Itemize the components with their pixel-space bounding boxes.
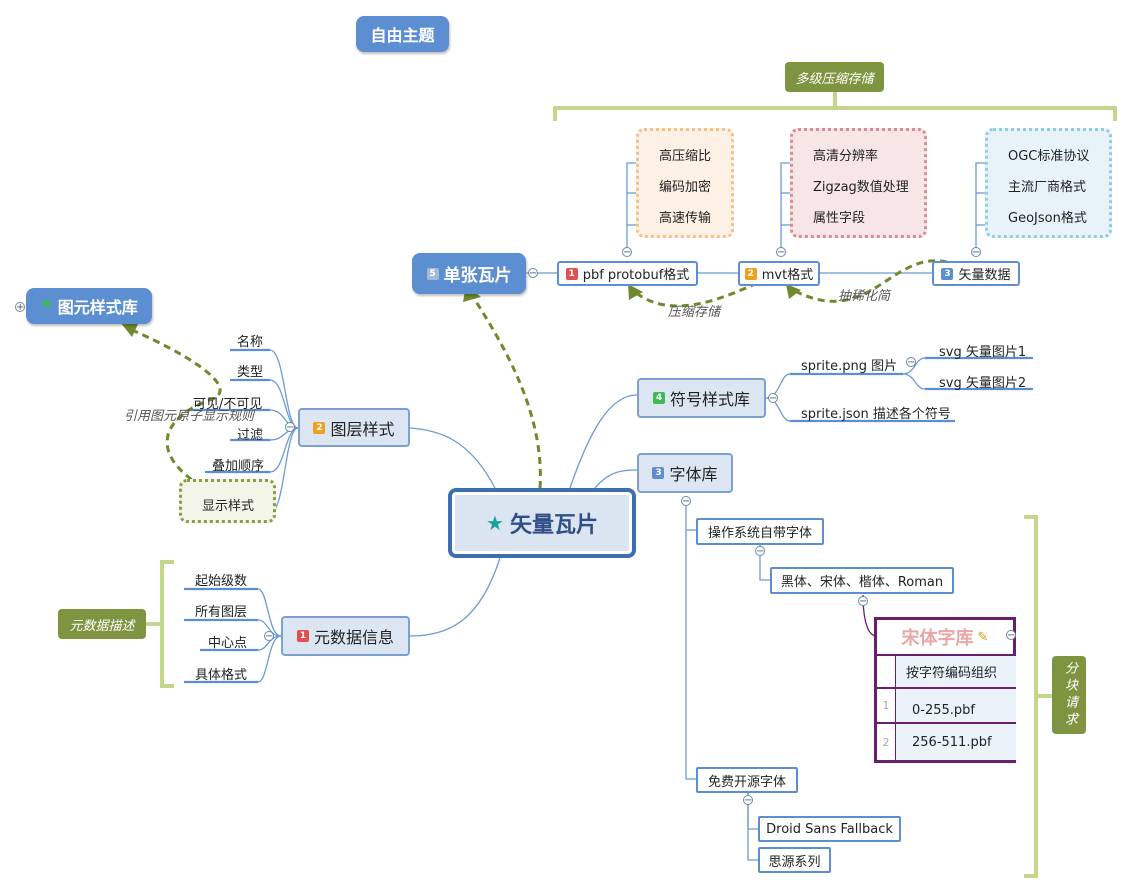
font-names-topic[interactable]: 黑体、宋体、楷体、Roman	[770, 567, 954, 594]
priority-2-icon: 2	[313, 421, 326, 434]
collapse-icon[interactable]: −	[768, 393, 778, 404]
vector-data-detail-boundary	[985, 128, 1112, 238]
metadata-leaf[interactable]: 中心点	[208, 636, 248, 651]
collapse-icon[interactable]: −	[743, 795, 753, 806]
layer-style-leaf[interactable]: 叠加顺序	[212, 459, 265, 474]
metadata-leaf[interactable]: 具体格式	[195, 668, 248, 683]
collapse-icon[interactable]: −	[264, 631, 274, 642]
layer-style-leaf[interactable]: 类型	[237, 365, 264, 380]
note-icon: ✎	[977, 629, 989, 645]
songti-row-cell[interactable]: 256-511.pbf	[895, 723, 1016, 760]
droid-font-topic[interactable]: Droid Sans Fallback	[758, 816, 901, 842]
priority-3-icon: 3	[941, 267, 954, 280]
display-style-boundary	[179, 479, 276, 523]
mvt-format-topic[interactable]: 2 mvt格式	[738, 261, 820, 286]
star-icon: ★	[486, 511, 504, 535]
detail-leaf[interactable]: 属性字段	[813, 211, 866, 226]
priority-5-icon: 5	[426, 267, 439, 280]
collapse-icon[interactable]: −	[755, 546, 765, 557]
symbol-library-topic[interactable]: 4 符号样式库	[637, 378, 766, 418]
songti-header-cell[interactable]: 按字符编码组织	[895, 656, 1016, 688]
detail-leaf[interactable]: 高清分辨率	[813, 149, 879, 164]
siyuan-font-topic[interactable]: 思源系列	[758, 847, 831, 873]
detail-leaf[interactable]: 高压缩比	[659, 149, 712, 164]
collapse-icon[interactable]: −	[285, 422, 295, 433]
layer-style-leaf[interactable]: 可见/不可见	[193, 397, 263, 412]
open-font-topic[interactable]: 免费开源字体	[696, 767, 798, 793]
collapse-icon[interactable]: −	[971, 247, 981, 258]
songti-table: 按字符编码组织 1 0-255.pbf 2 256-511.pbf	[874, 656, 1016, 763]
collapse-icon[interactable]: −	[681, 496, 691, 507]
detail-leaf[interactable]: 编码加密	[659, 180, 712, 195]
detail-leaf[interactable]: GeoJson格式	[1008, 211, 1087, 226]
detail-leaf[interactable]: 主流厂商格式	[1008, 180, 1087, 195]
svg-leaf[interactable]: svg 矢量图片2	[939, 376, 1027, 391]
layer-style-leaf[interactable]: 名称	[237, 335, 264, 350]
single-tile-topic[interactable]: 5 单张瓦片	[412, 253, 526, 294]
expand-icon[interactable]: +	[15, 302, 25, 313]
detail-leaf[interactable]: OGC标准协议	[1008, 149, 1090, 164]
font-library-topic[interactable]: 3 字体库	[637, 453, 733, 493]
sprite-json-leaf[interactable]: sprite.json 描述各个符号	[801, 407, 951, 422]
vector-data-topic[interactable]: 3 矢量数据	[932, 261, 1020, 286]
collapse-icon[interactable]: −	[1006, 630, 1016, 641]
detail-leaf[interactable]: Zigzag数值处理	[813, 180, 909, 195]
flag-icon: ⚑	[40, 298, 53, 314]
system-font-topic[interactable]: 操作系统自带字体	[696, 518, 824, 545]
priority-3-icon: 3	[652, 467, 665, 479]
mvt-detail-boundary	[790, 128, 927, 238]
detail-leaf[interactable]: 高速传输	[659, 211, 712, 226]
collapse-icon[interactable]: −	[776, 247, 786, 258]
relation-label-reference[interactable]: 引用图元原子显示规则	[124, 409, 255, 424]
relation-label-compress[interactable]: 压缩存储	[668, 305, 721, 320]
central-topic[interactable]: ★ 矢量瓦片	[448, 488, 636, 558]
collapse-icon[interactable]: −	[858, 596, 868, 607]
graphics-style-library-topic[interactable]: ⚑ 图元样式库	[26, 288, 152, 324]
sprite-png-leaf[interactable]: sprite.png 图片	[801, 359, 898, 374]
collapse-icon[interactable]: −	[622, 247, 632, 258]
summary-multi-compression[interactable]: 多级压缩存储	[785, 62, 884, 92]
collapse-icon[interactable]: −	[528, 268, 538, 279]
pbf-detail-boundary	[636, 128, 734, 238]
pbf-format-topic[interactable]: 1 pbf protobuf格式	[557, 261, 698, 286]
priority-4-icon: 4	[652, 392, 665, 404]
metadata-topic[interactable]: 1 元数据信息	[281, 616, 410, 656]
songti-font-library[interactable]: 宋体字库 ✎	[874, 617, 1016, 657]
layer-style-topic[interactable]: 2 图层样式	[298, 408, 410, 447]
relation-label-simplify[interactable]: 抽稀化简	[838, 289, 891, 304]
svg-leaf[interactable]: svg 矢量图片1	[939, 345, 1027, 360]
summary-metadata-description[interactable]: 元数据描述	[58, 609, 146, 639]
priority-1-icon: 1	[565, 267, 578, 280]
metadata-leaf[interactable]: 所有图层	[195, 605, 248, 620]
layer-style-leaf[interactable]: 显示样式	[202, 499, 255, 514]
metadata-leaf[interactable]: 起始级数	[195, 574, 248, 589]
layer-style-leaf[interactable]: 过滤	[237, 428, 264, 443]
priority-1-icon: 1	[296, 630, 309, 642]
songti-row-cell[interactable]: 0-255.pbf	[895, 688, 1016, 723]
free-topic[interactable]: 自由主题	[356, 16, 449, 52]
summary-chunk-request[interactable]: 分块请求	[1052, 656, 1086, 734]
priority-2-icon: 2	[744, 267, 757, 280]
collapse-icon[interactable]: −	[906, 357, 916, 368]
